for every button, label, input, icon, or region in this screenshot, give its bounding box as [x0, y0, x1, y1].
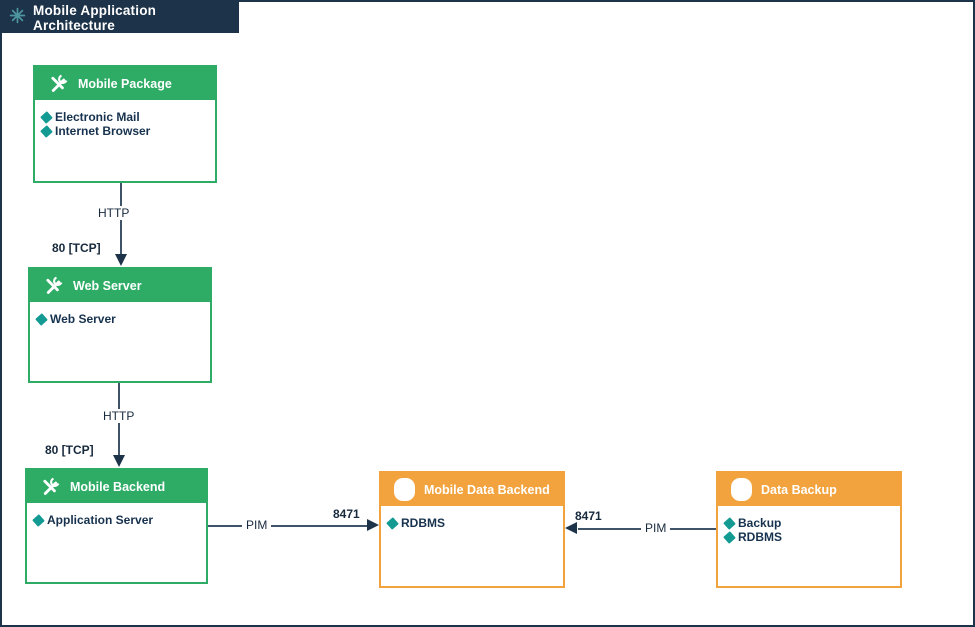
- arrowhead-down-icon[interactable]: [113, 455, 125, 467]
- connection-port-label[interactable]: 80 [TCP]: [52, 241, 101, 255]
- connection-line[interactable]: [208, 525, 367, 527]
- component-icon: [40, 124, 53, 138]
- node-body: Backup RDBMS: [718, 506, 900, 544]
- component-icon: [35, 312, 48, 326]
- diagram-title: Mobile Application Architecture: [33, 2, 157, 33]
- component-label: RDBMS: [401, 516, 445, 530]
- diagram-title-bar: Mobile Application Architecture: [2, 2, 239, 33]
- database-icon: [731, 478, 752, 501]
- node-mobile-package[interactable]: Mobile Package Electronic Mail Internet …: [33, 65, 217, 183]
- component-item[interactable]: RDBMS: [723, 530, 895, 544]
- component-label: Electronic Mail: [55, 110, 140, 124]
- component-item[interactable]: Backup: [723, 516, 895, 530]
- component-icon: [723, 516, 736, 530]
- node-mobile-backend[interactable]: Mobile Backend Application Server: [25, 468, 208, 584]
- connection-protocol-label[interactable]: HTTP: [99, 409, 139, 423]
- component-icon: [40, 110, 53, 124]
- tools-icon: [40, 476, 61, 497]
- node-mobile-data-backend[interactable]: Mobile Data Backend RDBMS: [379, 471, 565, 588]
- component-item[interactable]: Application Server: [32, 513, 201, 527]
- component-item[interactable]: Web Server: [35, 312, 205, 326]
- node-body: Electronic Mail Internet Browser: [35, 100, 215, 138]
- connection-port-label[interactable]: 8471: [333, 507, 360, 521]
- node-header: Web Server: [30, 269, 210, 302]
- node-header: Data Backup: [718, 473, 900, 506]
- component-label: Internet Browser: [55, 124, 151, 138]
- node-header: Mobile Data Backend: [381, 473, 563, 506]
- component-item[interactable]: Internet Browser: [40, 124, 210, 138]
- connection-protocol-label[interactable]: PIM: [641, 521, 671, 535]
- arrowhead-down-icon[interactable]: [115, 254, 127, 266]
- node-body: Application Server: [27, 503, 206, 527]
- component-icon: [32, 513, 45, 527]
- component-label: Backup: [738, 516, 782, 530]
- node-header: Mobile Backend: [27, 470, 206, 503]
- connection-port-label[interactable]: 80 [TCP]: [45, 443, 94, 457]
- connection-protocol-label[interactable]: HTTP: [94, 206, 134, 220]
- node-title: Mobile Backend: [70, 479, 166, 494]
- tools-icon: [48, 73, 69, 94]
- component-item[interactable]: RDBMS: [386, 516, 558, 530]
- snowflake-icon: [9, 7, 26, 29]
- node-header: Mobile Package: [35, 67, 215, 100]
- node-title: Mobile Data Backend: [424, 482, 550, 497]
- node-body: Web Server: [30, 302, 210, 326]
- node-data-backup[interactable]: Data Backup Backup RDBMS: [716, 471, 902, 588]
- component-icon: [386, 516, 399, 530]
- arrowhead-left-icon[interactable]: [565, 522, 577, 534]
- component-label: Application Server: [47, 513, 154, 527]
- node-body: RDBMS: [381, 506, 563, 530]
- node-title: Data Backup: [761, 482, 837, 497]
- node-title: Mobile Package: [78, 76, 172, 91]
- component-icon: [723, 530, 736, 544]
- database-icon: [394, 478, 415, 501]
- tools-icon: [43, 275, 64, 296]
- connection-port-label[interactable]: 8471: [575, 509, 602, 523]
- component-label: Web Server: [50, 312, 116, 326]
- connection-protocol-label[interactable]: PIM: [242, 518, 272, 532]
- component-item[interactable]: Electronic Mail: [40, 110, 210, 124]
- component-label: RDBMS: [738, 530, 782, 544]
- node-title: Web Server: [73, 278, 142, 293]
- arrowhead-right-icon[interactable]: [367, 519, 379, 531]
- node-web-server[interactable]: Web Server Web Server: [28, 267, 212, 383]
